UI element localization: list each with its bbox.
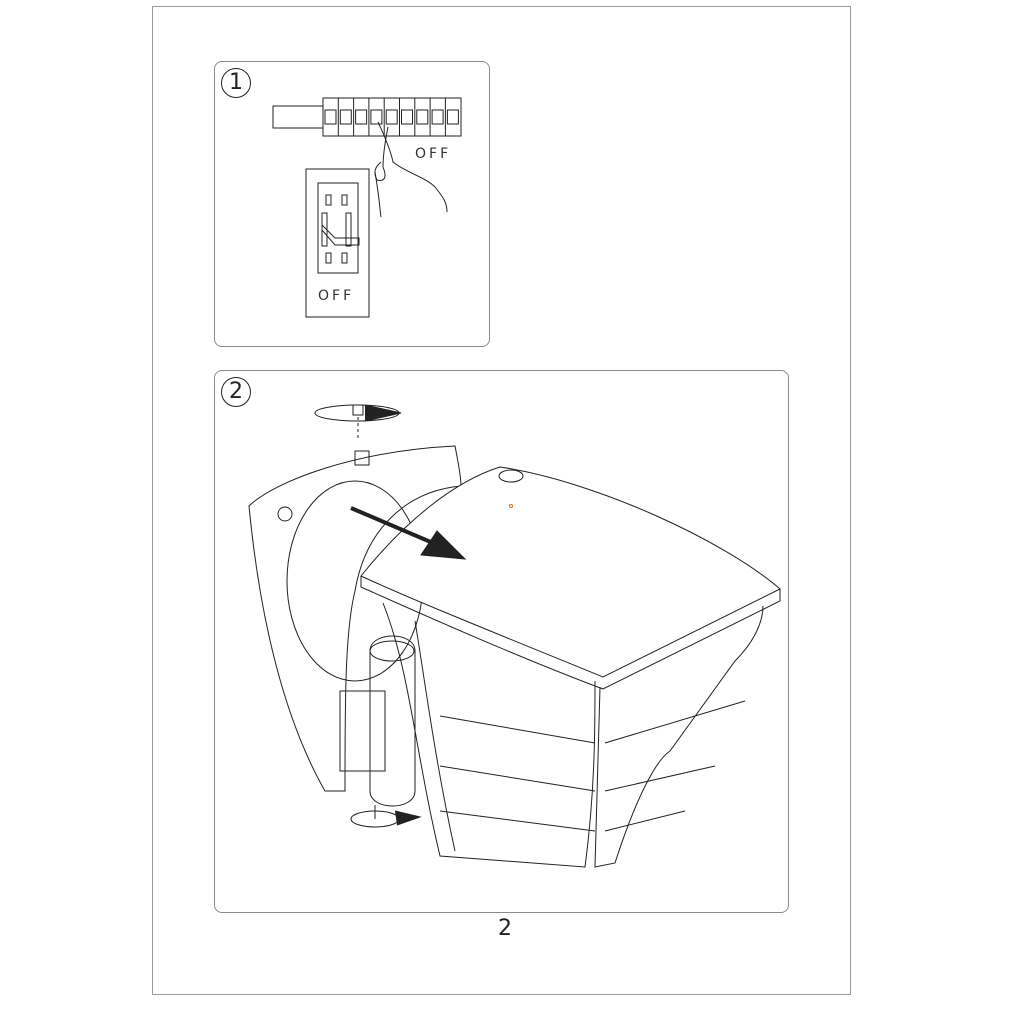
breaker-off-label: OFF — [415, 146, 452, 162]
step-1-panel: 1 OFF OFF — [214, 61, 490, 347]
page-number: 2 — [498, 916, 512, 941]
breaker-module — [416, 109, 429, 125]
breaker-module — [339, 109, 352, 125]
breaker-module — [446, 109, 459, 125]
breaker-panel — [322, 97, 462, 137]
step-number-badge: 2 — [221, 377, 251, 407]
breaker-module — [385, 109, 398, 125]
lamp-removal-illustration — [248, 404, 781, 868]
indicator-dot — [509, 504, 513, 508]
breaker-module — [370, 109, 383, 125]
top-screw-rotation-icon — [314, 404, 402, 441]
bottom-screw-rotation-icon — [350, 805, 422, 828]
mounting-cylinder — [369, 635, 416, 807]
breaker-module — [431, 109, 444, 125]
switch-off-label: OFF — [318, 288, 355, 304]
breaker-module — [355, 109, 368, 125]
wall-switch — [305, 168, 370, 318]
wall-bracket — [248, 445, 462, 792]
manual-page — [152, 6, 851, 995]
step-2-panel: 2 — [214, 370, 789, 913]
lantern-body — [360, 466, 781, 868]
breaker-module — [401, 109, 413, 125]
breaker-and-switch-illustration — [272, 97, 462, 318]
breaker-module — [324, 109, 337, 125]
direction-arrow — [350, 506, 467, 560]
step-number-badge: 1 — [221, 68, 251, 98]
